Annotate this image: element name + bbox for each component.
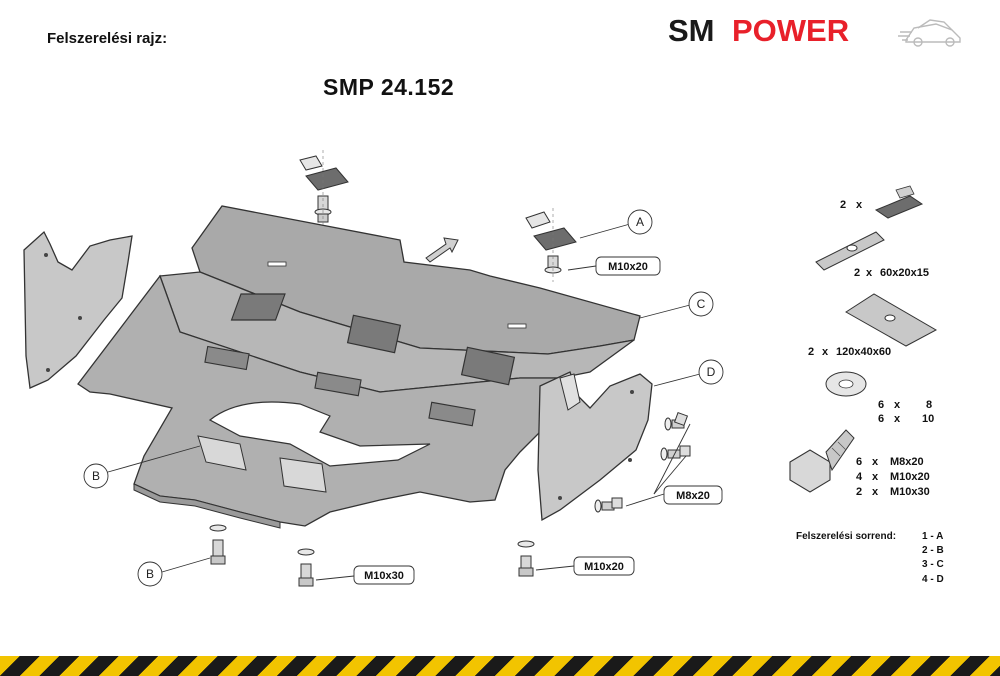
svg-text:M10x20: M10x20: [890, 471, 930, 483]
callout-b-upper: B: [83, 463, 109, 489]
legend-item-bolt: 6 x M8x20 4 x M10x20 2 x M10x30: [789, 429, 930, 498]
logo-text-sm: SM: [668, 13, 715, 48]
svg-text:2: 2: [856, 486, 862, 498]
bottom-bolt-m10x20: [517, 540, 535, 577]
label-m10x30: M10x30: [353, 565, 415, 585]
clamp-a-assembly: [525, 208, 577, 282]
legend-item-plate-60x20x15: 2 x 60x20x15: [815, 231, 929, 279]
label-m10x20-top: M10x20: [595, 256, 661, 276]
svg-text:10: 10: [922, 413, 934, 425]
svg-text:2: 2: [840, 199, 846, 211]
svg-text:M10x20: M10x20: [608, 261, 648, 273]
installation-step: 1 - A: [922, 531, 943, 542]
installation-step: 4 - D: [922, 574, 944, 585]
installation-step: 2 - B: [922, 545, 944, 556]
svg-text:B: B: [146, 567, 154, 581]
svg-text:A: A: [636, 215, 644, 229]
svg-text:8: 8: [926, 399, 932, 411]
part-number: SMP 24.152: [323, 74, 455, 100]
svg-text:M10x20: M10x20: [584, 561, 624, 573]
svg-text:6: 6: [856, 456, 862, 468]
svg-text:M10x30: M10x30: [364, 570, 404, 582]
svg-text:2: 2: [808, 346, 814, 358]
svg-text:60x20x15: 60x20x15: [880, 267, 929, 279]
callout-a: A: [627, 209, 653, 235]
svg-text:120x40x60: 120x40x60: [836, 346, 891, 358]
svg-text:x: x: [894, 399, 901, 411]
svg-text:M10x30: M10x30: [890, 486, 930, 498]
svg-text:x: x: [822, 346, 829, 358]
svg-text:C: C: [697, 297, 706, 311]
bottom-bolt-b: [209, 524, 227, 565]
svg-text:x: x: [866, 267, 873, 279]
left-side-bracket: [23, 230, 133, 389]
drawing-title: Felszerelési rajz:: [47, 30, 168, 47]
parts-legend: 2 x 2 x 60x20x15 2 x 120x40x60 6 x 8: [789, 185, 938, 498]
callout-b-lower: B: [137, 561, 163, 587]
forward-arrow-icon: [425, 237, 459, 263]
leader-lines: [107, 223, 701, 581]
logo-text-power: POWER: [732, 13, 849, 48]
svg-text:6: 6: [878, 413, 884, 425]
label-m8x20: M8x20: [663, 485, 723, 505]
legend-item-washer: 6 x 8 6 x 10: [825, 371, 934, 425]
installation-order-title: Felszerelési sorrend:: [796, 531, 896, 542]
svg-text:x: x: [872, 471, 879, 483]
svg-text:x: x: [872, 456, 879, 468]
svg-text:D: D: [707, 365, 716, 379]
top-clamp-assembly: [299, 150, 349, 226]
callout-d: D: [698, 359, 724, 385]
svg-text:2: 2: [854, 267, 860, 279]
side-bolt-group: [594, 411, 691, 513]
installation-step: 3 - C: [922, 559, 944, 570]
legend-item-plate-120x40x60: 2 x 120x40x60: [808, 293, 938, 358]
hazard-stripe: [0, 656, 1000, 676]
label-m10x20-bottom: M10x20: [573, 556, 635, 576]
legend-item-clamp: 2 x: [840, 185, 924, 219]
svg-text:M8x20: M8x20: [890, 456, 924, 468]
skid-plate: [77, 205, 641, 529]
bottom-bolt-m10x30: [297, 548, 315, 587]
car-silhouette-icon: [898, 19, 961, 47]
smpower-logo: SM POWER: [668, 13, 961, 48]
callout-c: C: [688, 291, 714, 317]
svg-text:x: x: [872, 486, 879, 498]
svg-text:M8x20: M8x20: [676, 490, 710, 502]
svg-text:x: x: [856, 199, 863, 211]
svg-text:4: 4: [856, 471, 863, 483]
svg-text:B: B: [92, 469, 100, 483]
installation-order: Felszerelési sorrend: 1 - A 2 - B 3 - C …: [796, 531, 944, 585]
right-side-bracket: [537, 371, 653, 522]
svg-text:6: 6: [878, 399, 884, 411]
svg-text:x: x: [894, 413, 901, 425]
